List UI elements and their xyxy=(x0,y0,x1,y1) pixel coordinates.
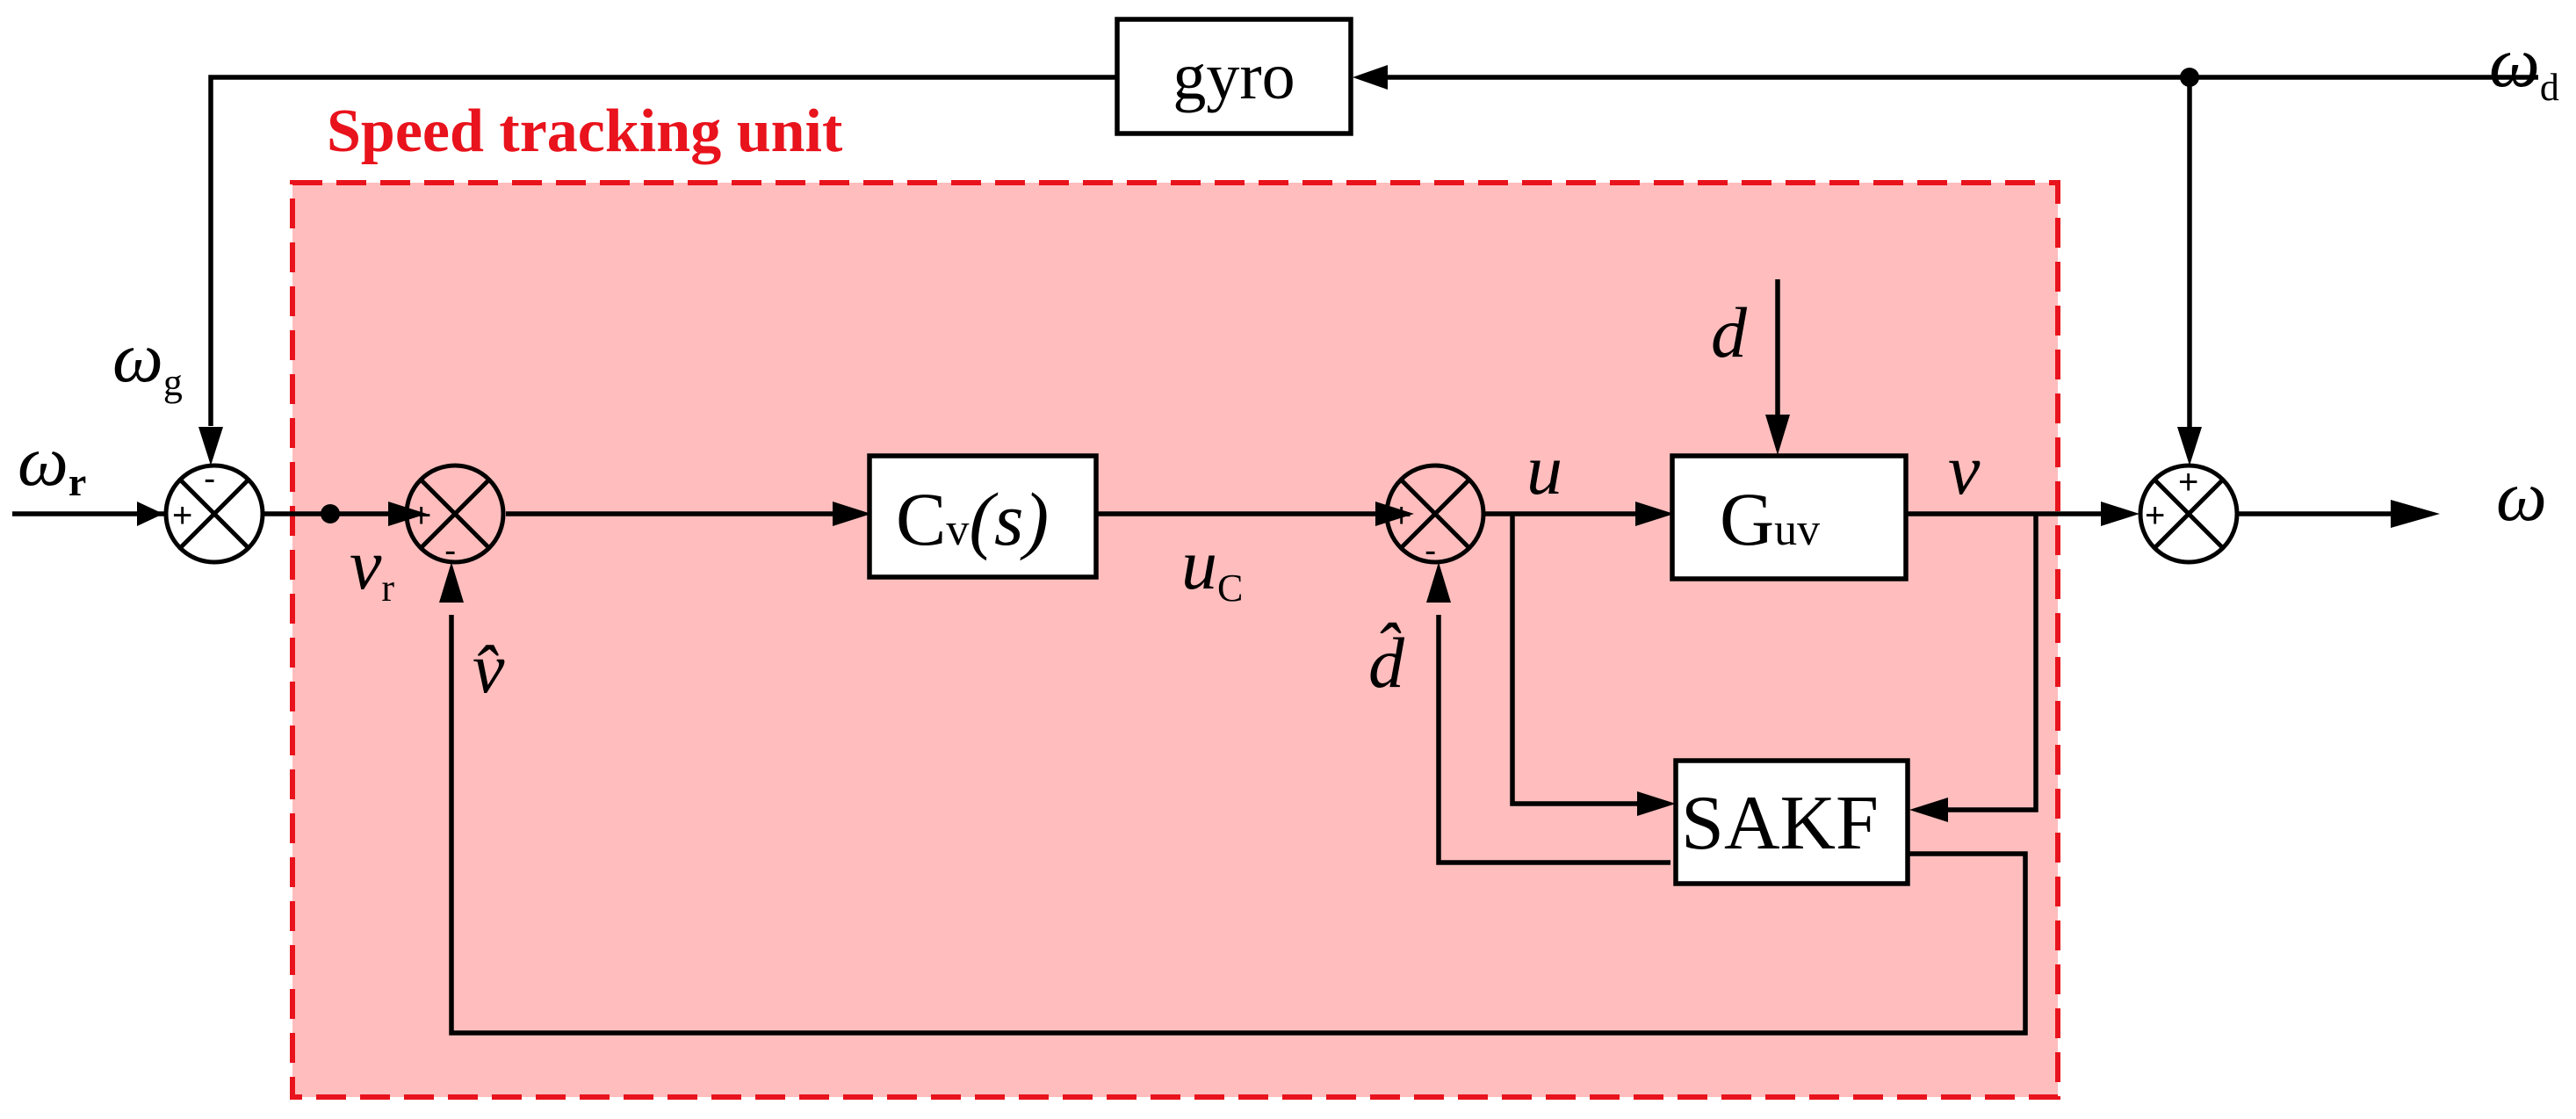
arrowhead-into-sum2-bottom xyxy=(439,562,464,603)
v-hat-line xyxy=(449,615,2028,1036)
sum4-top-sign: + xyxy=(2178,463,2198,502)
u-label: u xyxy=(1526,430,1562,509)
speed-tracking-unit-region xyxy=(290,180,2060,1100)
omega-d-sub: d xyxy=(2540,66,2559,109)
u-to-sakf-line xyxy=(1510,514,1641,806)
arrowhead-into-controller xyxy=(833,502,871,526)
u-c-sub: C xyxy=(1217,567,1243,610)
v-to-sakf-line xyxy=(1943,514,2038,812)
arrowhead-into-sum4-left xyxy=(2101,502,2139,526)
svg-text:Guv: Guv xyxy=(1720,477,1820,561)
arrowhead-into-sum1-top xyxy=(198,427,223,466)
gyro-label: gyro xyxy=(1173,40,1295,113)
sum2-left-sign: + xyxy=(411,496,431,535)
omega-g-sub: g xyxy=(163,361,183,404)
controller-label-sub: v xyxy=(946,505,969,555)
sum4-left-sign: + xyxy=(2145,496,2165,535)
svg-text:uC: uC xyxy=(1181,524,1243,610)
u-c-label: u xyxy=(1181,524,1217,604)
d-hat-line xyxy=(1436,615,1670,865)
v-hat-label: v̂ xyxy=(473,628,505,708)
omega-r-label: ω xyxy=(18,421,69,501)
d-label: d xyxy=(1711,292,1748,372)
sakf-block: SAKF xyxy=(1673,758,1910,886)
gyro-block: gyro xyxy=(1115,17,1353,136)
speed-tracking-unit-title: Speed tracking unit xyxy=(327,97,842,165)
controller-block: Cv(s) xyxy=(867,453,1099,580)
sum1-top-sign: - xyxy=(204,459,215,498)
sum-junction-2: + - xyxy=(404,463,506,570)
plant-block: Guv xyxy=(1670,453,1909,581)
sum-junction-1: - + xyxy=(163,459,265,565)
arrowhead-into-sum4-top xyxy=(2177,427,2202,466)
svg-text:ωd: ωd xyxy=(2489,22,2559,109)
junction-dot-omega-d xyxy=(2180,68,2199,87)
arrowhead-u-into-sakf xyxy=(1637,791,1676,816)
omega-g-label: ω xyxy=(112,317,163,397)
plant-label-sub: uv xyxy=(1774,505,1820,555)
arrowhead-into-plant-top xyxy=(1765,415,1790,455)
v-label: v xyxy=(1948,430,1981,509)
sum3-bottom-sign: - xyxy=(1425,531,1436,570)
sum3-left-sign: + xyxy=(1391,496,1411,535)
sum-junction-4: + + xyxy=(2138,463,2240,565)
omega-output-label: ω xyxy=(2496,456,2547,536)
arrowhead-into-gyro xyxy=(1353,65,1388,90)
svg-text:ωg: ωg xyxy=(112,317,183,404)
sum2-bottom-sign: - xyxy=(444,531,456,570)
arrowhead-into-plant xyxy=(1635,502,1674,526)
arrowhead-omega-output xyxy=(2391,500,2440,528)
d-hat-label: d̂ xyxy=(1368,621,1405,703)
sum1-left-sign: + xyxy=(172,496,192,535)
controller-label-arg: (s) xyxy=(969,477,1049,561)
svg-text:Cv(s): Cv(s) xyxy=(896,477,1049,561)
arrowhead-into-sum1-left xyxy=(137,502,163,526)
v-r-sub: r xyxy=(381,567,394,610)
junction-dot-v-r xyxy=(321,504,340,523)
omega-r-sub: r xyxy=(69,459,86,504)
plant-label-main: G xyxy=(1720,477,1774,561)
gyro-to-sum1-line xyxy=(208,75,1115,426)
omega-d-label: ω xyxy=(2489,22,2540,102)
sakf-label: SAKF xyxy=(1681,781,1879,866)
sum-junction-3: + - xyxy=(1384,463,1486,570)
v-r-label: v xyxy=(350,524,382,604)
svg-text:ωr: ωr xyxy=(18,421,86,504)
arrowhead-into-sum3-bottom xyxy=(1426,562,1451,603)
svg-text:vr: vr xyxy=(350,524,394,610)
controller-label-main: C xyxy=(896,477,946,561)
arrowhead-v-into-sakf xyxy=(1909,798,1948,822)
